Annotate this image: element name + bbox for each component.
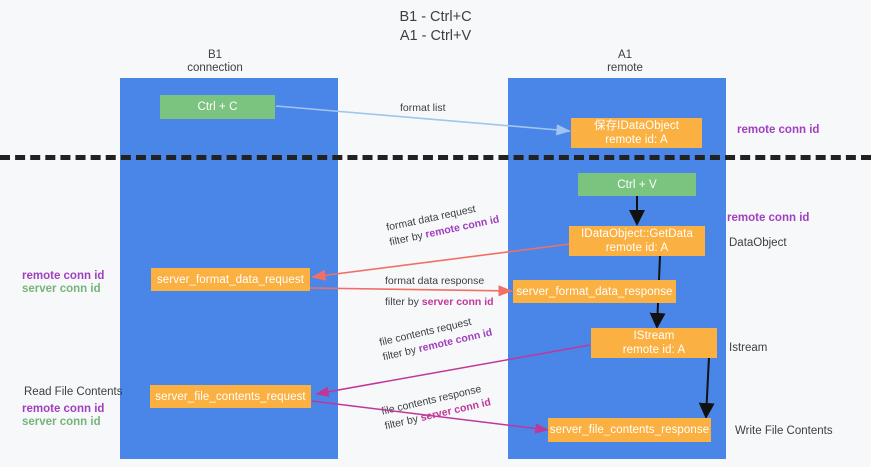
node-ctrl-c[interactable]: Ctrl + C	[160, 95, 275, 119]
edge-label-file-contents-request: file contents request filter by remote c…	[378, 311, 494, 365]
edge-label-line2: filter by server conn id	[385, 295, 494, 310]
edge-label-format-data-response: format data response filter by server co…	[385, 274, 494, 310]
annotation-istream: Istream	[729, 342, 768, 354]
node-server-format-data-response[interactable]: server_format_data_response	[513, 280, 676, 303]
node-server-format-data-request[interactable]: server_format_data_request	[151, 268, 310, 291]
annotation-left-remote-conn-id-2: remote conn id	[22, 403, 105, 415]
node-idataobject-getdata[interactable]: IDataObject::GetData remote id: A	[569, 226, 705, 256]
column-header-a1: A1 remote	[607, 49, 643, 74]
edge-label-format-list: format list	[400, 102, 446, 114]
column-header-b1: B1 connection	[187, 49, 243, 74]
conn-id-key: server conn id	[421, 296, 494, 308]
node-istream[interactable]: IStream remote id: A	[591, 328, 717, 358]
node-server-file-contents-request[interactable]: server_file_contents_request	[150, 385, 311, 408]
annotation-dataobject: DataObject	[729, 237, 787, 249]
annotation-write-file-contents: Write File Contents	[735, 425, 833, 437]
page-title: B1 - Ctrl+C A1 - Ctrl+V	[399, 9, 472, 44]
filter-by-text: filter by	[385, 296, 422, 308]
annotation-read-file-contents: Read File Contents	[24, 386, 123, 398]
edge-label-format-data-request: format data request filter by remote con…	[385, 198, 501, 251]
annotation-remote-conn-id-top: remote conn id	[737, 124, 820, 136]
annotation-remote-conn-id-mid: remote conn id	[727, 212, 810, 224]
edge-label-line1: format data response	[385, 275, 485, 287]
annotation-left-server-conn-id: server conn id	[22, 283, 101, 295]
edge-label-file-contents-response: file contents response filter by server …	[380, 381, 493, 435]
phase-divider	[0, 155, 871, 160]
node-server-file-contents-response[interactable]: server_file_contents_response	[548, 418, 711, 442]
annotation-left-remote-conn-id: remote conn id	[22, 270, 105, 282]
node-ctrl-v[interactable]: Ctrl + V	[578, 173, 696, 196]
annotation-left-server-conn-id-2: server conn id	[22, 416, 101, 428]
node-save-idataobject[interactable]: 保存IDataObject remote id: A	[571, 118, 702, 148]
